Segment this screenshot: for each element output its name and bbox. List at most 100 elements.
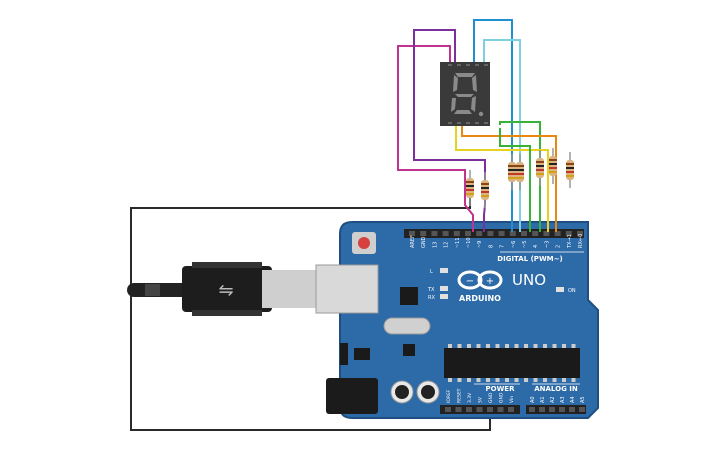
- wire-blue: [473, 19, 513, 232]
- digital-pin-label: 13: [432, 242, 438, 248]
- digital-pin-label: GND: [421, 236, 427, 248]
- power-pin-hole[interactable]: [466, 407, 472, 412]
- model-text: UNO: [512, 271, 546, 289]
- wire-lightblue: [483, 39, 521, 232]
- analog-pin-label: A0: [530, 396, 536, 403]
- decimal-point: [478, 111, 484, 117]
- analog-pin-hole[interactable]: [569, 407, 575, 412]
- analog-header: [526, 405, 586, 414]
- segment: [455, 94, 474, 97]
- atmega-chip: [444, 348, 580, 378]
- segment: [451, 98, 456, 112]
- digital-pin-hole[interactable]: [521, 231, 527, 236]
- resistors[interactable]: [466, 148, 574, 208]
- power-pin-hole[interactable]: [445, 407, 451, 412]
- digital-pin-hole[interactable]: [577, 231, 583, 236]
- digital-pin-label: ~9: [477, 241, 483, 248]
- digital-pin-label: 12: [444, 242, 450, 248]
- digital-pin-label: 7: [500, 245, 506, 248]
- analog-header-label: ANALOG IN: [534, 385, 578, 393]
- resistor[interactable]: [508, 154, 516, 190]
- power-jack: [326, 378, 378, 414]
- digital-pin-hole[interactable]: [409, 231, 415, 236]
- signal-wires[interactable]: [397, 19, 557, 232]
- resistor[interactable]: [549, 148, 557, 184]
- resistor[interactable]: [536, 150, 544, 186]
- power-pin-hole[interactable]: [508, 407, 514, 412]
- wire-yellow: [455, 125, 549, 232]
- wire-purple: [413, 29, 486, 232]
- power-pin-hole[interactable]: [455, 407, 462, 412]
- wire-magenta: [397, 45, 474, 232]
- power-pin-label: 3.3V: [467, 392, 473, 403]
- on-label: ON: [568, 288, 576, 294]
- digital-pin-hole[interactable]: [543, 231, 550, 236]
- digital-pin-label: ~6: [511, 241, 517, 248]
- digital-pin-hole[interactable]: [487, 231, 494, 236]
- svg-text:+: +: [486, 276, 494, 287]
- digital-pin-label: 8: [488, 245, 494, 248]
- power-header-label: POWER: [486, 385, 516, 393]
- power-pin-label: Vin: [509, 396, 515, 403]
- analog-pin-hole[interactable]: [529, 407, 535, 412]
- segment: [472, 75, 477, 92]
- resistor[interactable]: [516, 154, 524, 190]
- analog-pin-label: A3: [560, 396, 566, 403]
- wire-green: [499, 121, 541, 232]
- resistor[interactable]: [566, 152, 574, 188]
- digital-pin-label: RX←0: [578, 234, 584, 248]
- analog-pin-label: A4: [570, 396, 576, 403]
- analog-pin-hole[interactable]: [539, 407, 545, 412]
- led-l-label: L: [430, 269, 433, 275]
- digital-pin-hole[interactable]: [476, 231, 483, 236]
- display-segments: [451, 73, 477, 114]
- power-pin-hole[interactable]: [497, 407, 504, 412]
- digital-pin-label: AREF: [410, 235, 416, 248]
- svg-text:−: −: [466, 276, 474, 287]
- usb-port: [315, 264, 379, 314]
- resistor[interactable]: [466, 170, 474, 206]
- power-pin-hole[interactable]: [487, 407, 493, 412]
- digital-pin-hole[interactable]: [442, 231, 449, 236]
- resistor[interactable]: [481, 172, 489, 208]
- power-pin-label: GND: [488, 392, 494, 403]
- arduino-logo: − +: [457, 270, 503, 290]
- analog-pin-label: A5: [580, 396, 586, 403]
- arduino-board[interactable]: − + ARDUINO UNO ON L TX RX AREF GND 13 12 ~1…: [315, 221, 599, 419]
- seven-segment-display[interactable]: 8.: [440, 62, 490, 126]
- digital-pin-label: ~3: [544, 241, 550, 248]
- digital-pin-hole[interactable]: [453, 231, 460, 236]
- digital-pin-hole[interactable]: [431, 231, 438, 236]
- digital-pin-hole[interactable]: [498, 231, 505, 236]
- usb-cable[interactable]: ⇋: [127, 262, 318, 316]
- digital-pin-label: TX→1: [567, 234, 573, 249]
- segment: [453, 75, 458, 92]
- digital-pin-hole[interactable]: [420, 231, 427, 236]
- power-pin-label: 5V: [478, 396, 484, 403]
- digital-pin-hole[interactable]: [465, 231, 471, 236]
- led-rx-label: RX: [428, 295, 435, 301]
- analog-pin-label: A2: [550, 396, 556, 403]
- digital-header-label: DIGITAL (PWM~): [497, 255, 562, 263]
- segment: [455, 73, 475, 77]
- segment: [471, 96, 476, 112]
- digital-pin-label: 4: [533, 245, 539, 248]
- analog-pin-label: A1: [540, 396, 546, 403]
- analog-pin-hole[interactable]: [559, 407, 565, 412]
- digital-pin-hole[interactable]: [565, 231, 572, 236]
- digital-pin-label: ~11: [455, 237, 461, 248]
- crystal: [383, 317, 431, 335]
- digital-pin-label: ~10: [466, 237, 472, 248]
- usb-icon: ⇋: [218, 280, 233, 301]
- power-pin-hole[interactable]: [476, 407, 483, 412]
- digital-pin-hole[interactable]: [554, 231, 561, 236]
- analog-pin-hole[interactable]: [579, 407, 585, 412]
- power-pin-label: IOREF: [446, 389, 452, 403]
- analog-pin-hole[interactable]: [549, 407, 555, 412]
- digital-pin-hole[interactable]: [532, 231, 539, 236]
- led-tx-label: TX: [427, 287, 435, 293]
- brand-text: ARDUINO: [459, 294, 501, 303]
- digital-pin-hole[interactable]: [509, 231, 516, 236]
- power-pin-label: GND: [499, 392, 505, 403]
